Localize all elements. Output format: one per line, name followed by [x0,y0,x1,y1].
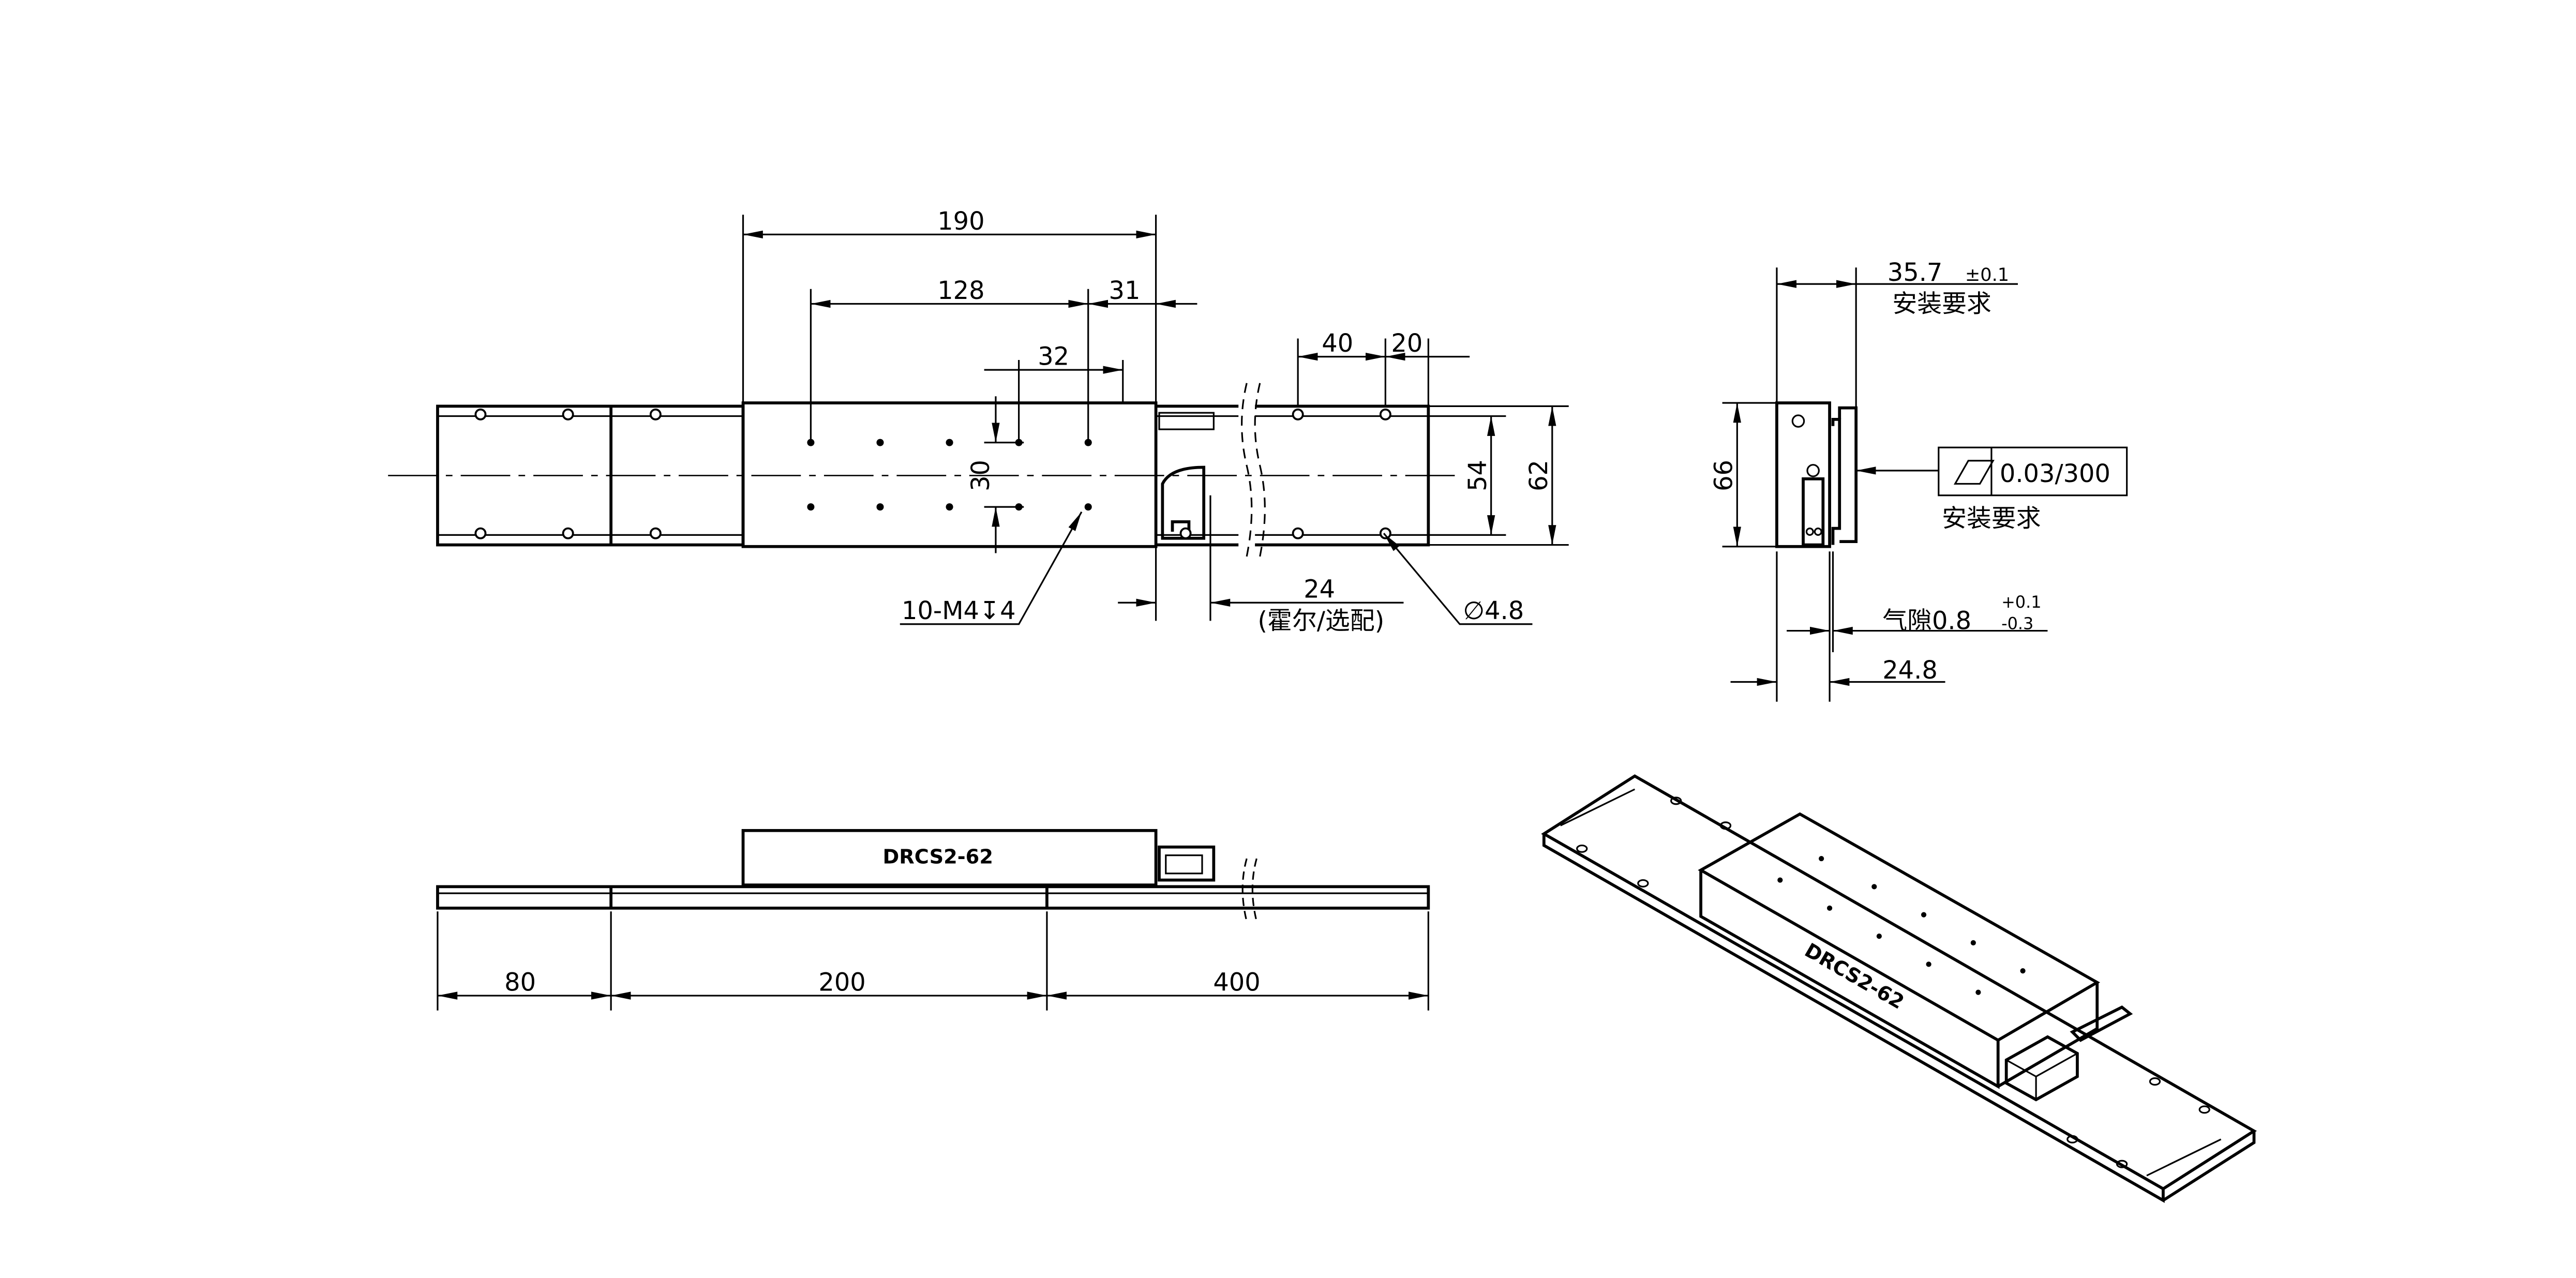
flatness-symbol-icon [1953,460,1995,485]
tol-35-7: ±0.1 [1965,264,2009,285]
isometric-view: DRCS2-62 [1541,774,2257,1203]
dim-62: 62 [1525,460,1553,491]
dim-30: 30 [967,460,995,491]
iso-hall-sensor [2004,1035,2079,1102]
carriage-side [741,829,1158,887]
hole-diameter: ∅4.8 [1463,597,1524,625]
rail-end [1831,418,1841,545]
rail-right [1156,404,1430,547]
carriage-top [741,401,1158,548]
tol-gap-plus: +0.1 [2001,592,2041,612]
dim-31: 31 [1109,277,1141,305]
hall-sensor-end [1802,477,1825,547]
dim-24-8: 24.8 [1882,656,1938,685]
dim-40: 40 [1322,329,1353,358]
hall-note: (霍尔/选配) [1257,607,1384,635]
flatness-value: 0.03/300 [2000,460,2110,488]
iso-cable [2070,1005,2133,1042]
top-view: 190 128 31 32 40 20 30 54 62 10-M4↧4 24 … [388,207,1569,635]
flatness-frame [1938,446,2128,497]
install-req-1: 安装要求 [1892,290,1991,318]
dim-54: 54 [1464,460,1492,491]
dim-66: 66 [1710,460,1739,491]
carriage-holes [807,439,1092,511]
rail-holes [474,408,1391,539]
thread-note: 10-M4↧4 [902,597,1016,625]
dim-80: 80 [504,968,536,997]
rail-side [436,885,1430,910]
dim-32: 32 [1038,343,1069,371]
break-line [1241,383,1266,557]
tol-gap-minus: -0.3 [2001,613,2033,633]
model-label-side: DRCS2-62 [882,846,993,869]
dim-35-7: 35.7 [1888,259,1943,287]
dim-190: 190 [937,207,984,236]
air-gap: 气隙0.8 [1882,607,1971,635]
dim-20: 20 [1391,329,1422,358]
side-view: DRCS2-62 80 200 400 [436,829,1430,1011]
install-req-2: 安装要求 [1942,504,2041,533]
carriage-end [1775,401,1831,548]
hall-sensor-top [1161,465,1206,540]
end-view: 35.7 ±0.1 安装要求 66 0.03/300 安装要求 气隙0.8 +0… [1710,259,2128,702]
cable [1158,412,1215,430]
dim-128: 128 [937,277,984,305]
dim-400: 400 [1213,968,1260,997]
dim-200: 200 [818,968,865,997]
hall-dim-24: 24 [1304,576,1335,604]
hall-sensor-side [1158,845,1216,882]
